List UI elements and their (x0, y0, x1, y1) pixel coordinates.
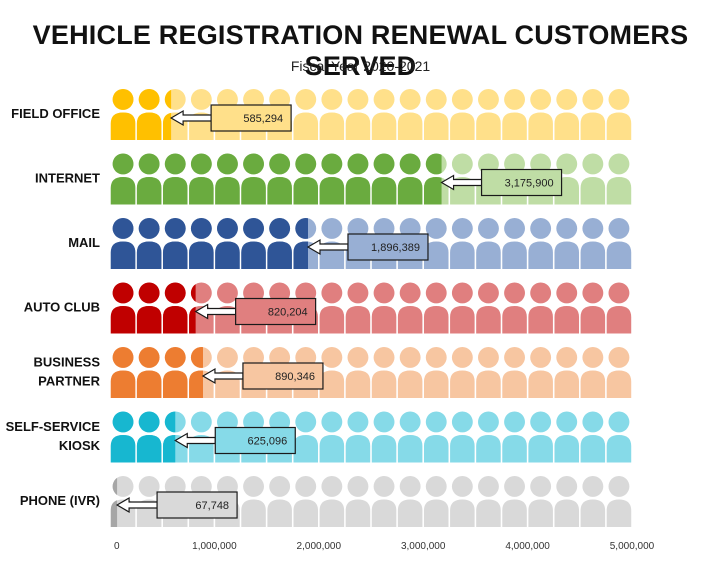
value-bar-icons (110, 153, 442, 205)
category-row: MAIL 1,896,389 (68, 217, 632, 269)
x-tick-label: 1,000,000 (192, 541, 237, 552)
value-label: 67,748 (195, 500, 229, 512)
value-label: 890,346 (275, 371, 315, 383)
category-row: BUSINESS PARTNER 890,346 (34, 347, 632, 398)
category-row: INTERNET 3,175,900 (35, 153, 632, 205)
category-label: AUTO CLUB (24, 300, 100, 315)
chart-title: VEHICLE REGISTRATION RENEWAL CUSTOMERS S… (32, 20, 689, 81)
value-bar-icons (110, 89, 172, 140)
icon-row-background (110, 347, 632, 398)
x-tick-label: 0 (114, 541, 120, 552)
category-label: SELF-SERVICE (6, 419, 101, 434)
value-callout-box (214, 426, 296, 455)
value-label: 820,204 (268, 307, 308, 319)
category-label: PHONE (IVR) (20, 493, 100, 508)
value-callout-box (242, 362, 324, 390)
category-label: INTERNET (35, 171, 100, 186)
value-callout-box (235, 297, 317, 326)
value-label: 625,096 (247, 436, 287, 448)
value-bar-icons (110, 477, 118, 527)
value-callout-box (347, 233, 429, 261)
category-row: SELF-SERVICE KIOSK 625,096 (6, 411, 632, 463)
value-bar-icons (110, 218, 308, 269)
value-label: 3,175,900 (505, 178, 554, 190)
category-label: PARTNER (38, 374, 100, 389)
value-callout-box (210, 104, 292, 132)
category-label: KIOSK (59, 438, 101, 453)
value-callout-box (156, 491, 238, 519)
value-bar-icons (110, 282, 196, 334)
x-tick-label: 2,000,000 (297, 541, 342, 552)
category-label: BUSINESS (34, 355, 101, 370)
value-callout-box (480, 168, 563, 197)
value-bar-icons (110, 347, 203, 398)
value-label: 585,294 (243, 113, 283, 125)
category-label: FIELD OFFICE (11, 106, 100, 121)
category-row: FIELD OFFICE 585,294 (11, 89, 632, 140)
value-label: 1,896,389 (371, 242, 420, 254)
category-row: PHONE (IVR) 67,748 (20, 475, 632, 527)
category-row: AUTO CLUB 820,204 (24, 282, 632, 334)
value-bar-icons (110, 411, 176, 463)
icon-row-background (110, 282, 632, 334)
x-tick-label: 5,000,000 (610, 541, 655, 552)
x-tick-label: 4,000,000 (505, 541, 550, 552)
x-tick-label: 3,000,000 (401, 541, 446, 552)
category-label: MAIL (68, 235, 100, 250)
x-axis: 0 1,000,000 2,000,000 3,000,000 4,000,000 5,0… (114, 541, 655, 552)
chart-subtitle: Fiscal Year 2020-2021 (290, 58, 431, 74)
